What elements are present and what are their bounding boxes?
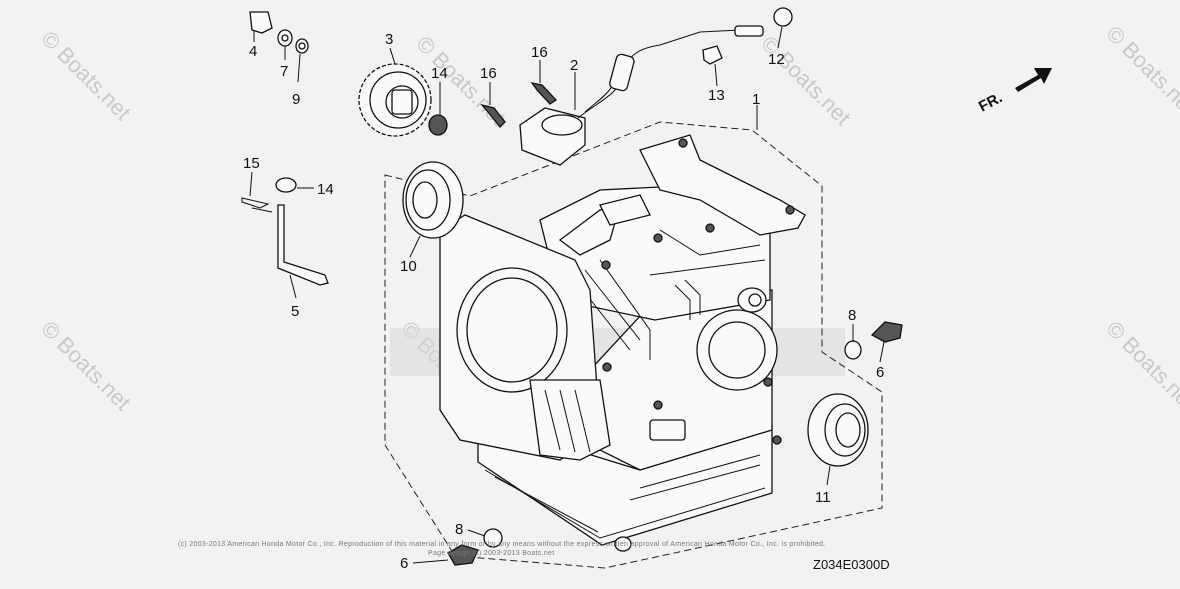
- rod-5: [277, 204, 329, 286]
- callout-9[interactable]: 9: [292, 91, 300, 108]
- callout-11[interactable]: 11: [815, 489, 831, 506]
- dowel-pin: [614, 536, 632, 552]
- washer-8-bottom: [483, 528, 503, 548]
- watermark-top-right: © Boats.net: [756, 31, 855, 130]
- watermark-top-left: © Boats.net: [36, 26, 135, 125]
- washer-9: [295, 38, 309, 54]
- callout-7[interactable]: 7: [280, 63, 288, 80]
- leader-lines: [249, 26, 885, 564]
- callout-14[interactable]: 14: [317, 181, 334, 198]
- callout-2[interactable]: 2: [570, 57, 578, 74]
- callout-3[interactable]: 3: [385, 31, 393, 48]
- callout-1[interactable]: 1: [752, 91, 760, 108]
- callout-4[interactable]: 4: [249, 43, 257, 60]
- callout-8-bottom[interactable]: 8: [455, 521, 463, 538]
- crank-bore-inner: [708, 321, 766, 379]
- callout-5[interactable]: 5: [291, 303, 299, 320]
- watermark-bottom-left: © Boats.net: [36, 316, 135, 415]
- callout-12[interactable]: 12: [768, 51, 785, 68]
- nut-14: [275, 177, 297, 193]
- callout-10[interactable]: 10: [400, 258, 417, 275]
- callout-16-left[interactable]: 16: [480, 65, 497, 82]
- copyright-line-1: (c) 2003-2013 American Honda Motor Co., …: [178, 541, 826, 548]
- copyright-line-2: Page design (c) 2003-2013 Boats.net: [428, 550, 555, 557]
- governor-gear-3: [358, 63, 432, 137]
- bolt-6-right: [870, 321, 903, 343]
- callout-14-top[interactable]: 14: [431, 65, 448, 82]
- front-direction-label: FR.: [976, 89, 1005, 115]
- bolt-6-bottom: [447, 544, 479, 566]
- front-direction-indicator: FR.: [976, 68, 1052, 116]
- clip-15: [241, 197, 273, 213]
- washer-7: [277, 29, 293, 47]
- watermark-bottom-right: © Boats.net: [1101, 316, 1180, 415]
- watermark-far-right: © Boats.net: [1101, 21, 1180, 120]
- callout-6-bottom[interactable]: 6: [400, 555, 408, 572]
- part-labels: 4 7 9 3 14 16 16 2 13 12 1 15 14 5 10 8 …: [243, 31, 884, 572]
- copyright-notice: (c) 2003-2013 American Honda Motor Co., …: [178, 540, 1008, 558]
- callout-16-right[interactable]: 16: [531, 44, 548, 61]
- oil-level-switch-2: [519, 25, 764, 166]
- nut-13: [702, 45, 723, 65]
- o-ring-12: [773, 7, 793, 27]
- callout-15[interactable]: 15: [243, 155, 260, 172]
- washer-14-top: [428, 114, 448, 136]
- bearing-10: [402, 161, 464, 239]
- cylinder-block: [439, 134, 806, 546]
- washer-8-right: [844, 340, 862, 360]
- diagram-code: Z034E0300D: [813, 557, 890, 572]
- bolt-4: [249, 11, 273, 34]
- callout-8-right[interactable]: 8: [848, 307, 856, 324]
- callout-6-right[interactable]: 6: [876, 364, 884, 381]
- bolt-16-right: [530, 82, 557, 105]
- bolt-16-left: [480, 103, 506, 128]
- front-arrow-icon: [1015, 68, 1052, 92]
- cylinder-bore-inner: [466, 277, 558, 383]
- callout-13[interactable]: 13: [708, 87, 725, 104]
- assembly-outline: [384, 121, 883, 569]
- oil-seal-11: [807, 393, 869, 467]
